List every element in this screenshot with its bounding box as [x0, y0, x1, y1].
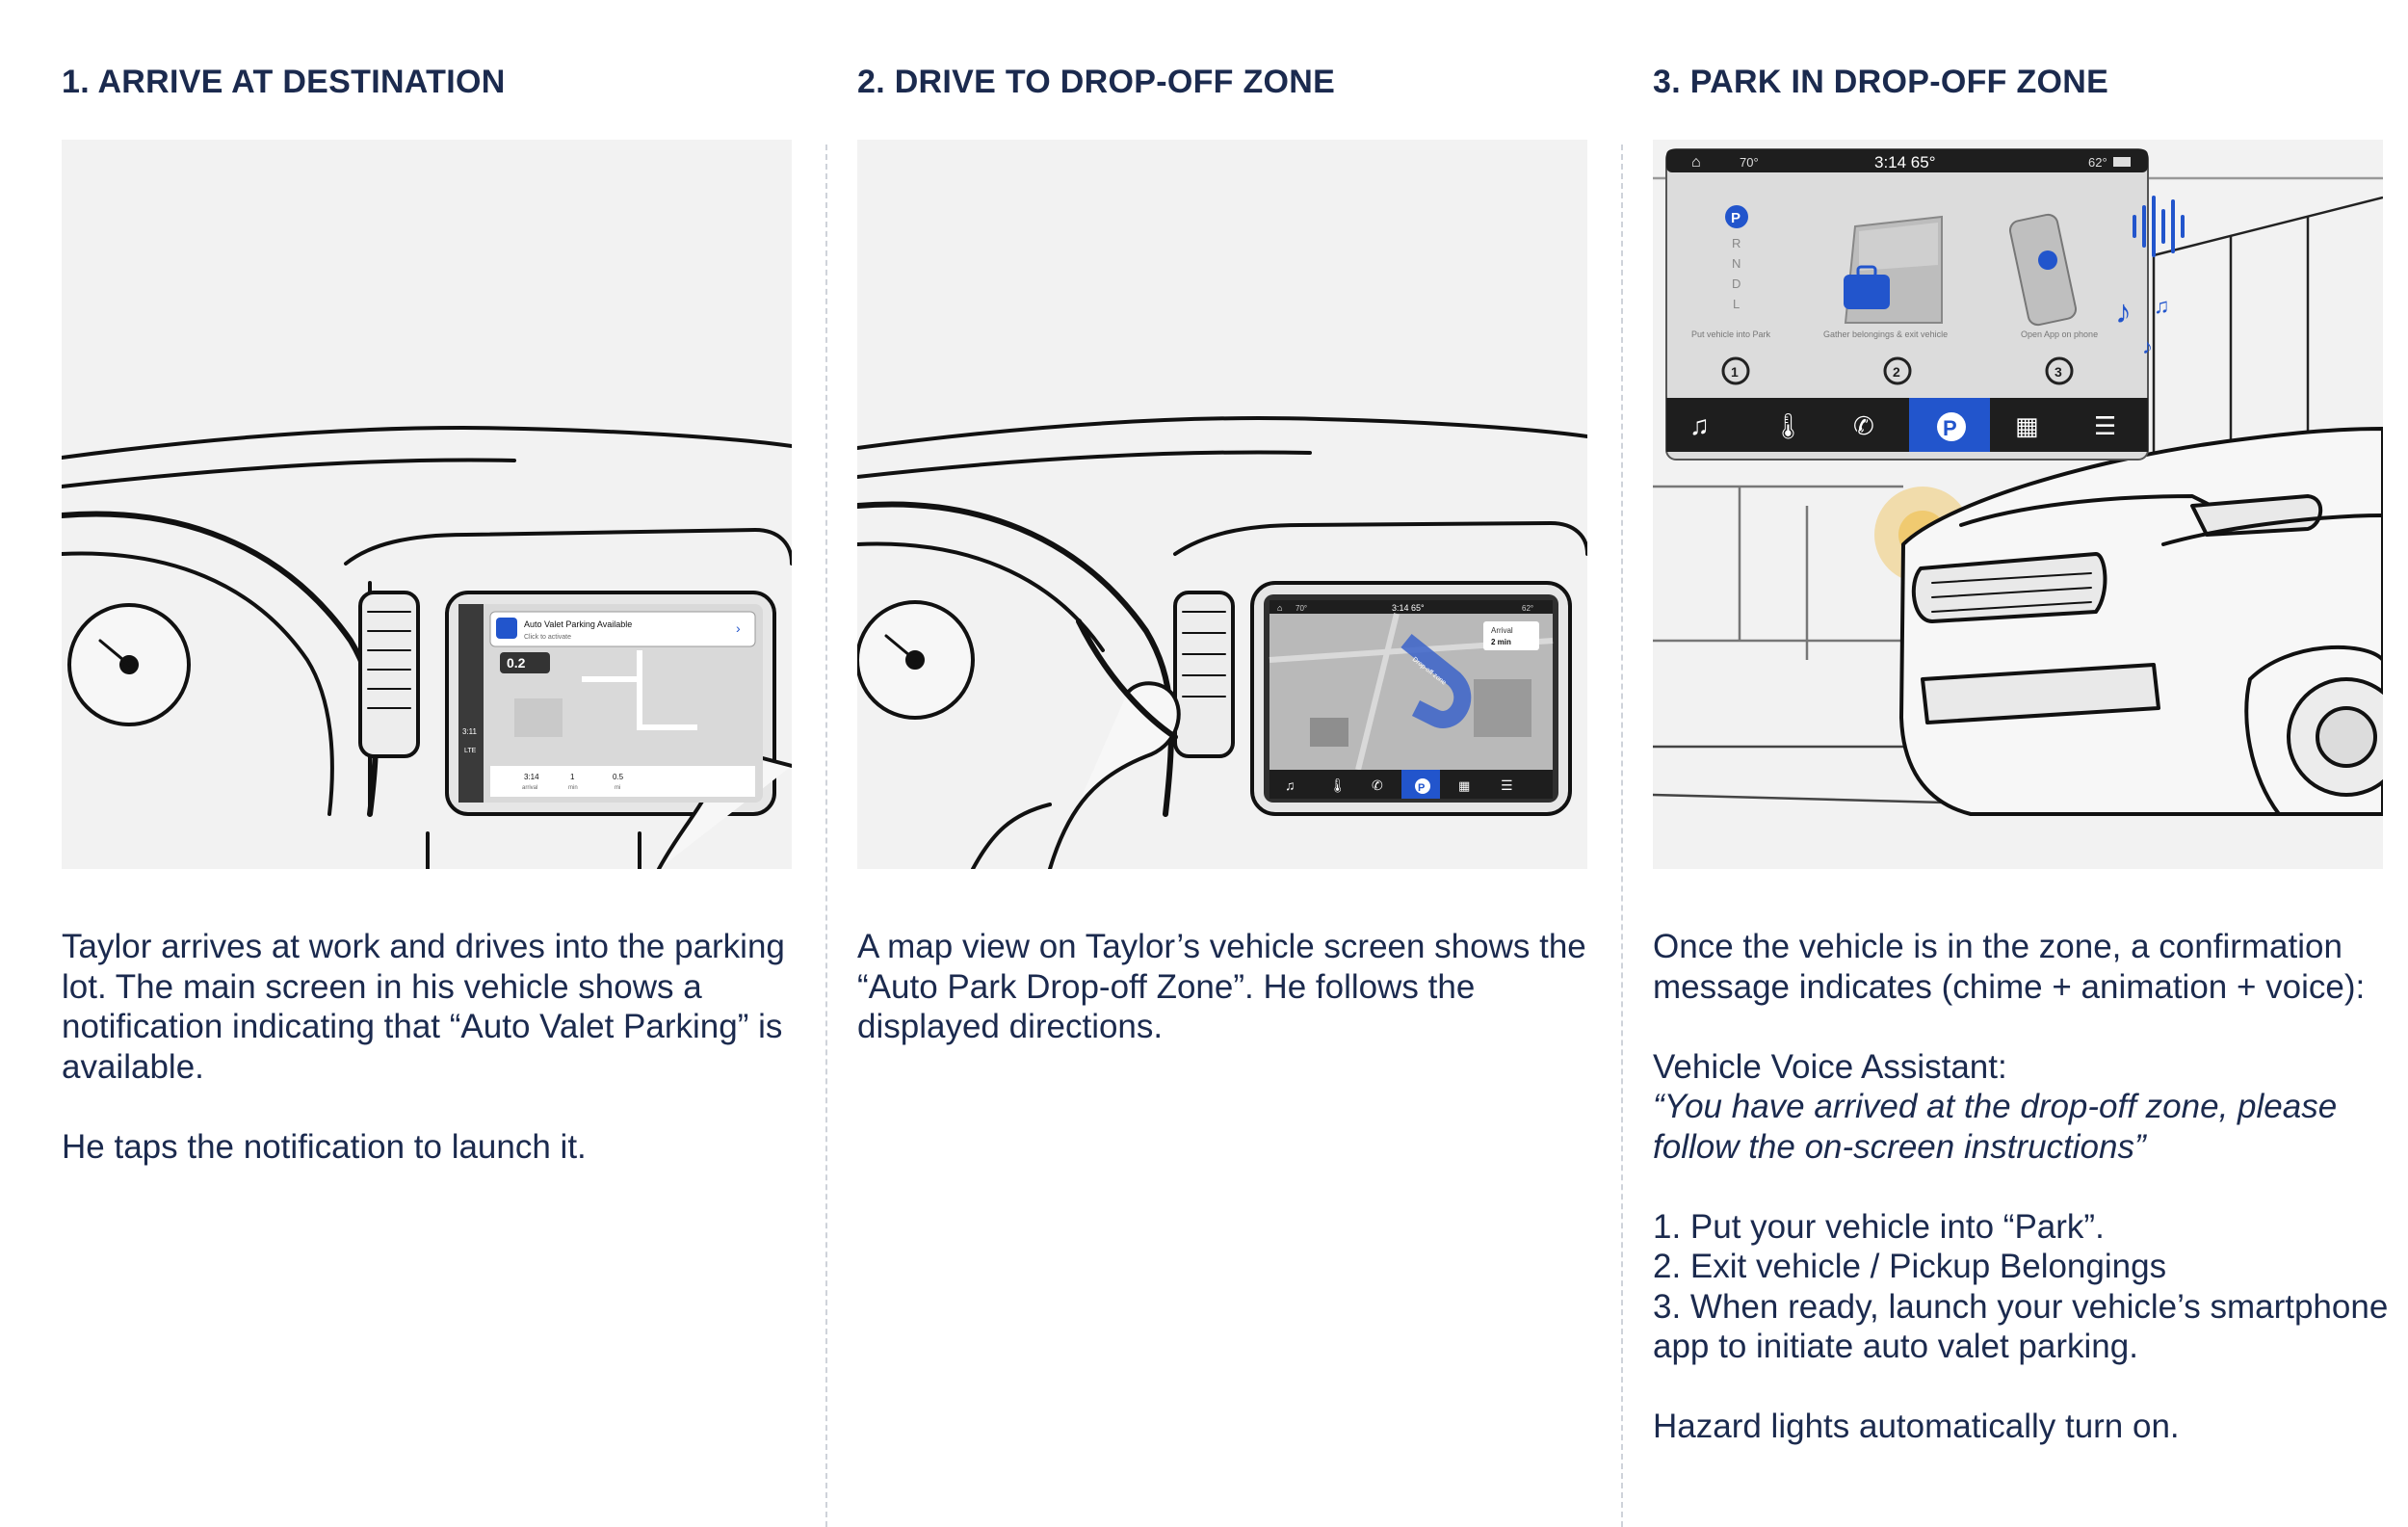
instruction-step: 3. When ready, launch your vehicle’s sma…	[1653, 1287, 2389, 1366]
description-paragraph: Taylor arrives at work and drives into t…	[62, 928, 785, 1086]
temp-right: 62°	[2088, 155, 2107, 170]
phone-icon[interactable]: ✆	[1372, 777, 1383, 793]
sliders-icon[interactable]: ☰	[2094, 411, 2116, 440]
instruction-step: 2. Exit vehicle / Pickup Belongings	[1653, 1248, 2167, 1285]
instruction-label: Open App on phone	[2021, 329, 2098, 339]
phone-device-icon	[2008, 213, 2078, 327]
stat-value: 3:14	[524, 773, 539, 781]
step-title: 1. ARRIVE AT DESTINATION	[62, 64, 506, 100]
description-paragraph: A map view on Taylor’s vehicle screen sh…	[857, 928, 1586, 1045]
gear-r: R	[1732, 236, 1741, 250]
column-divider	[825, 145, 827, 1527]
thermometer-icon[interactable]: 🌡	[1772, 411, 1804, 440]
home-icon[interactable]: ⌂	[1277, 603, 1282, 613]
description-paragraph: Vehicle Voice Assistant:	[1653, 1047, 2007, 1086]
stat-value: 0.5	[613, 773, 624, 781]
instruction-number: 2	[1893, 364, 1900, 380]
stat-label: arrival	[522, 785, 537, 791]
instruction-number: 1	[1731, 364, 1739, 380]
step-column-2: 2. DRIVE TO DROP-OFF ZONE	[857, 0, 1587, 1527]
instruction-label: Put vehicle into Park	[1691, 329, 1771, 339]
stat-label: min	[568, 785, 578, 791]
gear-d: D	[1732, 276, 1741, 291]
stat-value: 1	[570, 773, 575, 781]
grid-icon[interactable]: ▦	[2015, 411, 2039, 440]
voice-quote: “You have arrived at the drop-off zone, …	[1653, 1088, 2338, 1166]
arrival-value: 2 min	[1491, 638, 1511, 646]
grid-icon[interactable]: ▦	[1458, 778, 1470, 793]
temp-left: 70°	[1296, 604, 1307, 613]
column-divider	[1621, 145, 1623, 1527]
temp-right: 62°	[1522, 604, 1533, 613]
step-description: A map view on Taylor’s vehicle screen sh…	[857, 927, 1599, 1047]
step-description: Taylor arrives at work and drives into t…	[62, 927, 803, 1167]
clock: 3:14 65°	[1874, 153, 1936, 171]
music-note-icon: ♫	[2154, 294, 2170, 318]
auto-park-icon[interactable]: P	[1943, 416, 1957, 440]
status-time: 3:11	[462, 727, 478, 736]
home-icon[interactable]: ⌂	[1691, 154, 1701, 171]
temp-left: 70°	[1740, 155, 1759, 170]
gear-p: P	[1731, 210, 1741, 226]
music-note-icon: ♪	[2142, 334, 2153, 358]
notification-title[interactable]: Auto Valet Parking Available	[524, 619, 632, 629]
notification-subtitle: Click to activate	[524, 634, 571, 641]
description-paragraph: He taps the notification to launch it.	[62, 1127, 587, 1166]
gear-l: L	[1733, 297, 1740, 311]
step-column-3: 3. PARK IN DROP-OFF ZONE	[1653, 0, 2388, 1527]
clock: 3:14 65°	[1392, 603, 1425, 613]
network-indicator: LTE	[464, 748, 477, 754]
voice-wave-icon	[2133, 196, 2185, 257]
briefcase-icon	[1844, 275, 1890, 309]
thermometer-icon[interactable]: 🌡	[1329, 777, 1347, 793]
chevron-right-icon[interactable]: ›	[736, 620, 741, 636]
step-title: 2. DRIVE TO DROP-OFF ZONE	[857, 64, 1336, 100]
phone-icon[interactable]: ✆	[1853, 411, 1874, 440]
description-paragraph: Once the vehicle is in the zone, a confi…	[1653, 928, 2366, 1006]
distance-readout: 0.2	[507, 655, 526, 671]
step-illustration: ⌂ 70° 3:14 65° 62° P R N D L Put vehicle…	[1653, 140, 2383, 869]
signal-icon	[2113, 157, 2131, 167]
step-illustration: Auto Valet Parking Available Click to ac…	[62, 140, 792, 869]
stat-label: mi	[615, 785, 620, 791]
step-description: Once the vehicle is in the zone, a confi…	[1653, 927, 2395, 1447]
music-note-icon: ♪	[2115, 294, 2132, 330]
hazard-note: Hazard lights automatically turn on.	[1653, 1408, 2180, 1445]
sliders-icon[interactable]: ☰	[1501, 777, 1513, 793]
instruction-number: 3	[2055, 364, 2062, 380]
gear-n: N	[1732, 256, 1741, 271]
step-illustration: ⌂ 70° 3:14 65° 62° Drop-off zone Arrival…	[857, 140, 1587, 869]
auto-park-icon[interactable]: P	[1418, 782, 1425, 794]
step-title: 3. PARK IN DROP-OFF ZONE	[1653, 64, 2109, 100]
arrival-label: Arrival	[1491, 626, 1513, 635]
music-icon[interactable]: ♫	[1285, 777, 1296, 793]
music-icon[interactable]: ♫	[1689, 410, 1710, 440]
step-column-1: 1. ARRIVE AT DESTINATION	[62, 0, 792, 1527]
instruction-label: Gather belongings & exit vehicle	[1823, 329, 1948, 339]
instruction-step: 1. Put your vehicle into “Park”.	[1653, 1207, 2105, 1246]
